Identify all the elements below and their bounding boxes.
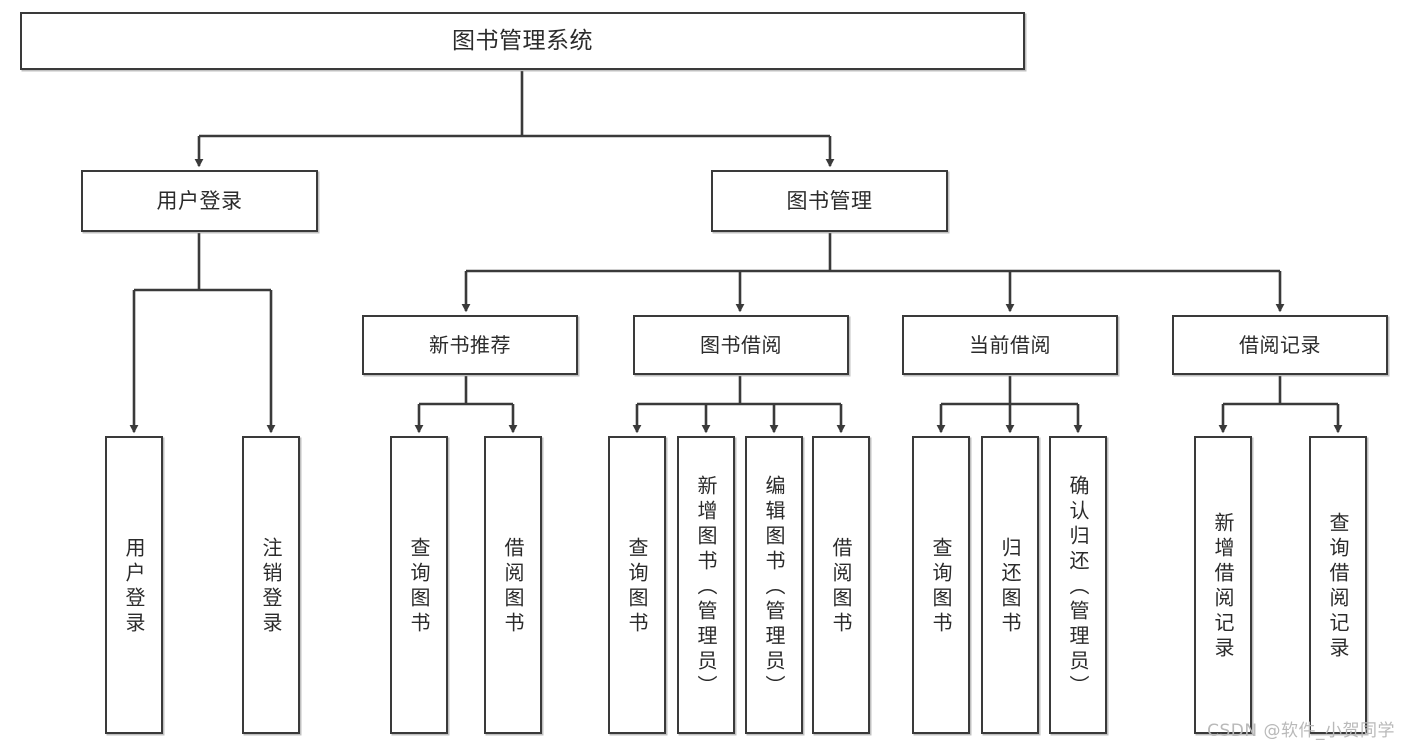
watermark-text: CSDN @软件_小贺同学 (1207, 721, 1395, 741)
node-label: 图书管理 (786, 188, 873, 213)
node-label: 注销登录 (259, 537, 283, 637)
node-label: 图书借阅 (700, 332, 782, 357)
leaf-borrow-query-book[interactable]: 查询图书 (608, 436, 666, 734)
node-book-borrow[interactable]: 图书借阅 (633, 315, 849, 375)
node-current-borrow[interactable]: 当前借阅 (902, 315, 1118, 375)
node-label: 确认归还（管理员） (1066, 474, 1090, 700)
leaf-record-add-record[interactable]: 新增借阅记录 (1194, 436, 1252, 734)
node-label: 新增借阅记录 (1211, 512, 1235, 662)
node-label: 用户登录 (122, 537, 146, 637)
leaf-borrow-borrow-book[interactable]: 借阅图书 (812, 436, 870, 734)
node-label: 借阅记录 (1239, 332, 1321, 357)
node-label: 借阅图书 (501, 537, 525, 637)
node-label: 查询图书 (625, 537, 649, 637)
node-label: 编辑图书（管理员） (762, 474, 786, 700)
node-label: 新书推荐 (429, 332, 511, 357)
node-label: 用户登录 (156, 188, 243, 213)
node-user-login[interactable]: 用户登录 (81, 170, 318, 232)
leaf-current-return-book[interactable]: 归还图书 (981, 436, 1039, 734)
leaf-user-login-logout[interactable]: 注销登录 (242, 436, 300, 734)
leaf-current-query-book[interactable]: 查询图书 (912, 436, 970, 734)
node-label: 当前借阅 (969, 332, 1051, 357)
leaf-record-query-record[interactable]: 查询借阅记录 (1309, 436, 1367, 734)
node-root-system[interactable]: 图书管理系统 (20, 12, 1025, 70)
leaf-recommend-query-book[interactable]: 查询图书 (390, 436, 448, 734)
leaf-current-confirm-return-admin[interactable]: 确认归还（管理员） (1049, 436, 1107, 734)
node-label: 归还图书 (998, 537, 1022, 637)
node-label: 查询图书 (929, 537, 953, 637)
leaf-borrow-edit-book-admin[interactable]: 编辑图书（管理员） (745, 436, 803, 734)
leaf-user-login-login[interactable]: 用户登录 (105, 436, 163, 734)
leaf-borrow-add-book-admin[interactable]: 新增图书（管理员） (677, 436, 735, 734)
node-label: 查询借阅记录 (1326, 512, 1350, 662)
node-label: 图书管理系统 (452, 27, 593, 54)
node-label: 新增图书（管理员） (694, 474, 718, 700)
node-book-management[interactable]: 图书管理 (711, 170, 948, 232)
leaf-recommend-borrow-book[interactable]: 借阅图书 (484, 436, 542, 734)
node-label: 借阅图书 (829, 537, 853, 637)
node-borrow-record[interactable]: 借阅记录 (1172, 315, 1388, 375)
node-label: 查询图书 (407, 537, 431, 637)
node-new-book-recommend[interactable]: 新书推荐 (362, 315, 578, 375)
